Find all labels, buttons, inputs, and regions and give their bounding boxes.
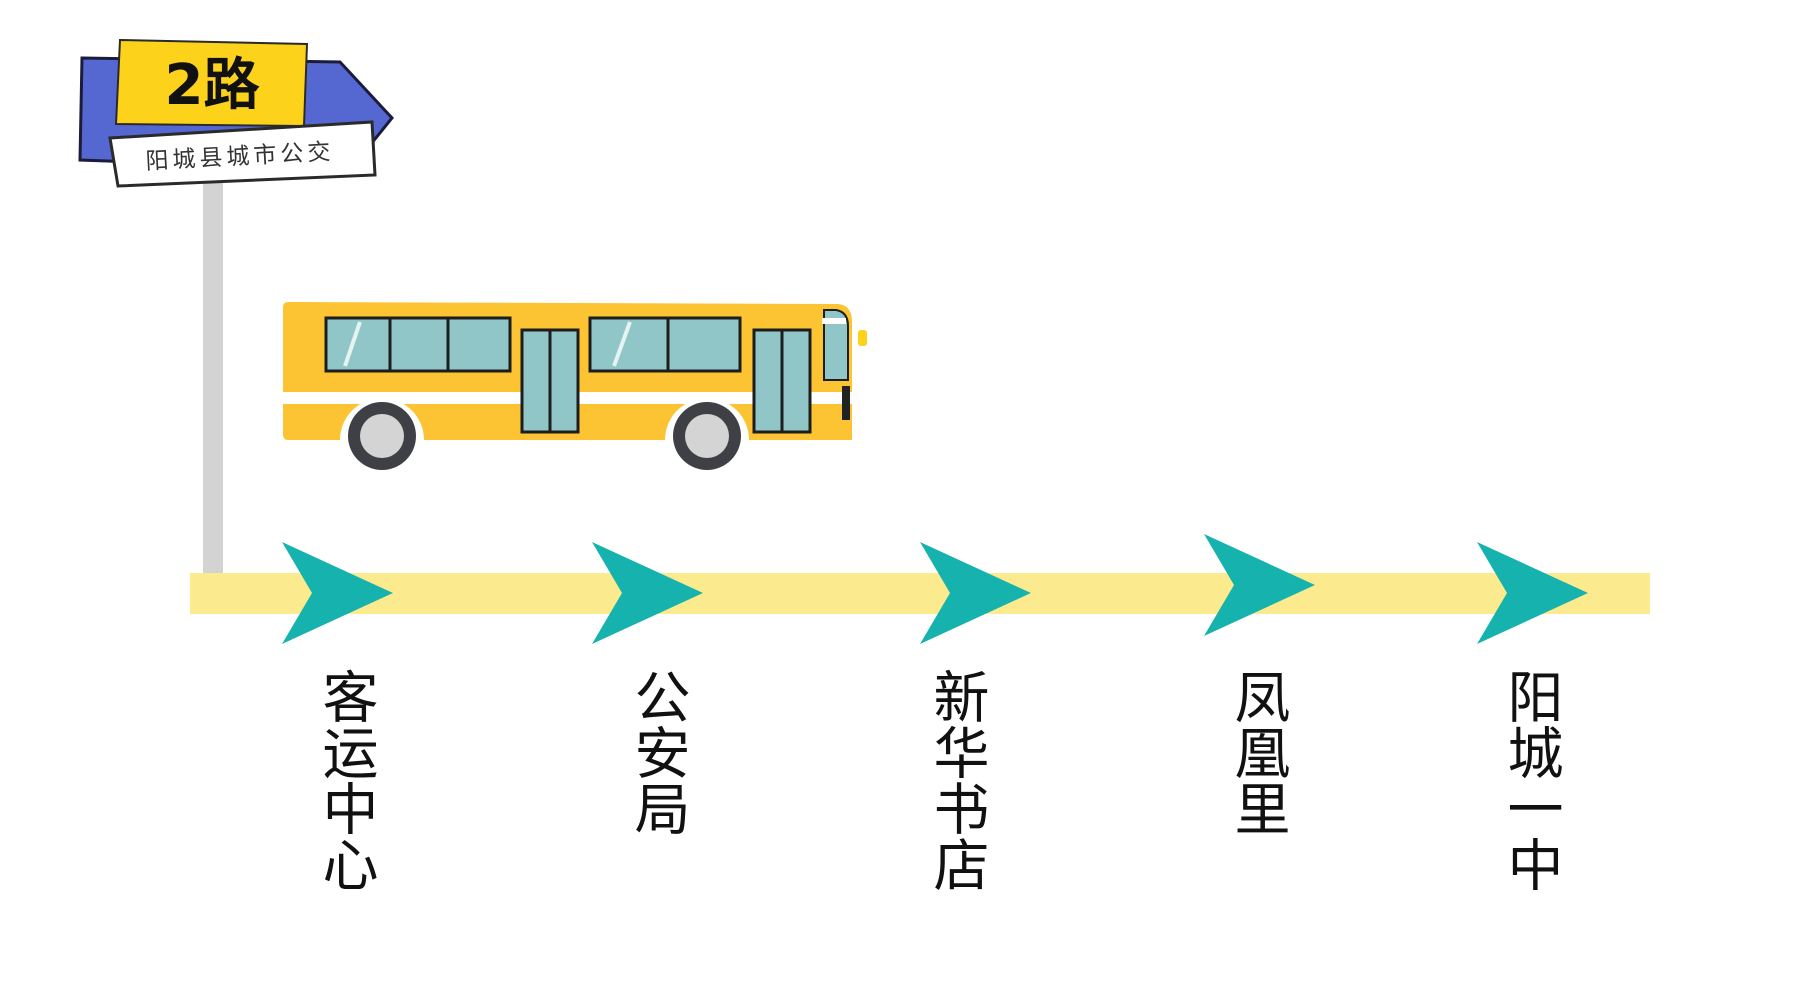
bus-headlight xyxy=(858,330,867,346)
route-arrow xyxy=(592,542,703,644)
route-arrow xyxy=(920,542,1031,644)
route-name: 2路 xyxy=(165,53,261,118)
bus-window xyxy=(588,316,742,373)
route-arrow xyxy=(1204,534,1315,636)
bus-wheel xyxy=(348,402,416,470)
stop-label-5: 阳城一中 xyxy=(1498,668,1563,892)
bus-illustration xyxy=(283,302,867,470)
route-arrow xyxy=(1477,542,1588,644)
sign-pole xyxy=(203,175,223,575)
route-arrows xyxy=(282,534,1588,644)
route-line xyxy=(190,573,1650,614)
sign-operator-plate xyxy=(108,120,377,188)
bus-wheel xyxy=(673,402,741,470)
stop-label-2: 公安局 xyxy=(625,668,690,836)
bus-windshield xyxy=(823,309,849,381)
route-arrow xyxy=(282,542,393,644)
stop-label-3: 新华书店 xyxy=(924,668,989,892)
bus-front-light xyxy=(842,386,850,420)
stop-label-1: 客运中心 xyxy=(313,668,378,892)
route-sign: 2路 阳城县城市公交 xyxy=(78,38,394,188)
stop-label-4: 凤凰里 xyxy=(1225,668,1290,836)
